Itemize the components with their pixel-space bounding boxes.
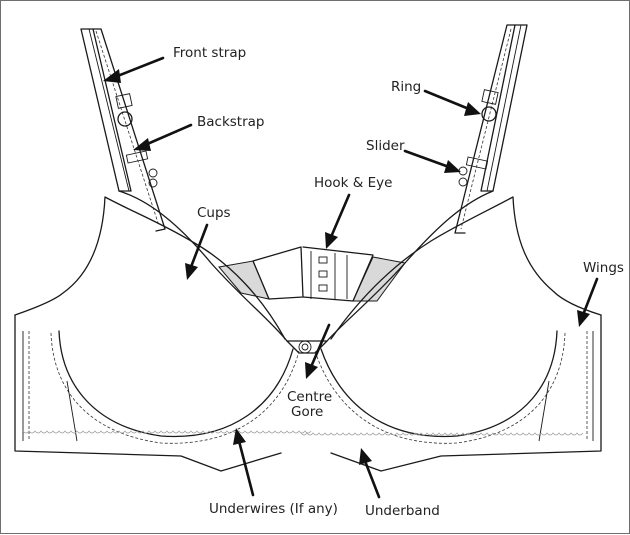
right-mesh-panel: [352, 256, 406, 302]
label-hook-eye: Hook & Eye: [314, 175, 392, 191]
label-slider: Slider: [366, 138, 405, 154]
label-front-strap: Front strap: [173, 45, 246, 61]
right-ring-icon: [481, 106, 497, 122]
arrow-underwires: [233, 428, 255, 497]
arrow-ring: [423, 89, 481, 116]
arrow-centre-gore: [305, 323, 331, 379]
label-underwires: Underwires (If any): [209, 501, 338, 517]
arrow-underband: [359, 448, 381, 499]
right-strap: [454, 24, 528, 234]
label-centre: Centre: [287, 389, 332, 405]
left-cup: [14, 190, 312, 472]
left-strap: [80, 28, 166, 232]
centre-bow-icon: [298, 340, 312, 354]
arrow-cups: [185, 223, 209, 280]
label-ring: Ring: [391, 79, 421, 95]
label-underband: Underband: [365, 503, 440, 519]
arrow-slider: [403, 149, 461, 173]
arrow-hook-eye: [325, 193, 351, 249]
label-wings: Wings: [583, 260, 624, 276]
right-cup: [300, 190, 602, 472]
hook-eye-closure: [252, 246, 374, 302]
arrow-backstrap: [133, 123, 193, 151]
left-ring-icon: [117, 111, 133, 127]
arrow-wings: [577, 277, 599, 327]
centre-gore: [286, 340, 328, 354]
label-gore: Gore: [291, 404, 323, 420]
label-backstrap: Backstrap: [197, 114, 265, 130]
label-cups: Cups: [197, 205, 231, 221]
arrow-front-strap: [103, 56, 165, 83]
